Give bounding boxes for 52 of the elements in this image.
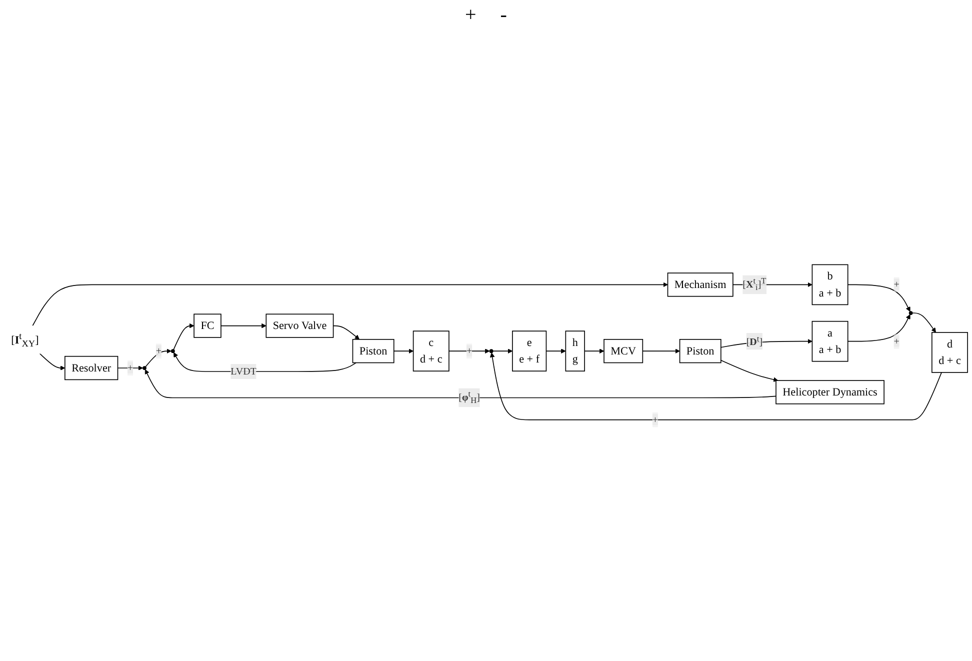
arrow <box>490 352 942 420</box>
node-box: d d + c <box>932 332 968 373</box>
arrow <box>173 323 194 350</box>
arrow <box>448 348 490 354</box>
arrow <box>912 312 936 333</box>
edge-label: + <box>127 362 134 374</box>
node-text: [I$^{t}$$_{XY}$] <box>11 330 39 348</box>
arrow <box>720 338 812 348</box>
arrow <box>32 282 668 326</box>
node-box: c d + c <box>412 330 450 372</box>
arrow <box>847 314 910 342</box>
edge-label: LVDT <box>230 366 256 377</box>
arrow <box>393 348 414 354</box>
arrow <box>39 353 66 370</box>
node-box: Mechanism <box>667 272 734 297</box>
arrow <box>220 323 266 328</box>
arrow <box>144 369 776 398</box>
node-box: FC <box>194 314 222 338</box>
arrow <box>847 284 910 312</box>
arrow <box>145 348 172 368</box>
edge-label: + <box>652 414 658 426</box>
node-box: h g <box>565 330 585 372</box>
arrow <box>546 348 566 354</box>
arrow <box>720 360 778 382</box>
edge-label: [D$^{t}$] <box>746 334 763 348</box>
edge-label: [X$^{t}$$_{i}$]$^{T}$ <box>742 276 766 292</box>
edge-label: + <box>894 278 900 290</box>
node-box: MCV <box>604 338 644 364</box>
node-circle <box>908 311 913 315</box>
arrow <box>584 348 604 354</box>
node-circle <box>170 349 175 354</box>
node-box: Piston <box>352 338 394 364</box>
sign-label: + <box>465 4 476 27</box>
arrow <box>732 282 812 288</box>
node-box: Piston <box>679 338 722 364</box>
node-box: Resolver <box>64 356 118 380</box>
edge-label: [φ$^{t}$$_{H}$] <box>458 390 480 406</box>
node-box: b a + b <box>812 264 848 306</box>
node-box: Helicopter Dynamics <box>776 380 884 404</box>
arrow <box>642 348 680 354</box>
node-circle <box>489 349 494 354</box>
edge-label: + <box>466 345 472 356</box>
node-box: a a + b <box>812 320 848 362</box>
arrow <box>332 325 360 340</box>
edge-label: + <box>156 345 162 356</box>
arrow <box>117 366 144 370</box>
node-circle <box>142 366 146 370</box>
arrow <box>492 348 513 354</box>
node-box: e e + f <box>512 330 547 372</box>
sign-label: - <box>500 4 507 27</box>
edge-label: + <box>894 336 900 347</box>
node-box: Servo Valve <box>266 314 334 338</box>
